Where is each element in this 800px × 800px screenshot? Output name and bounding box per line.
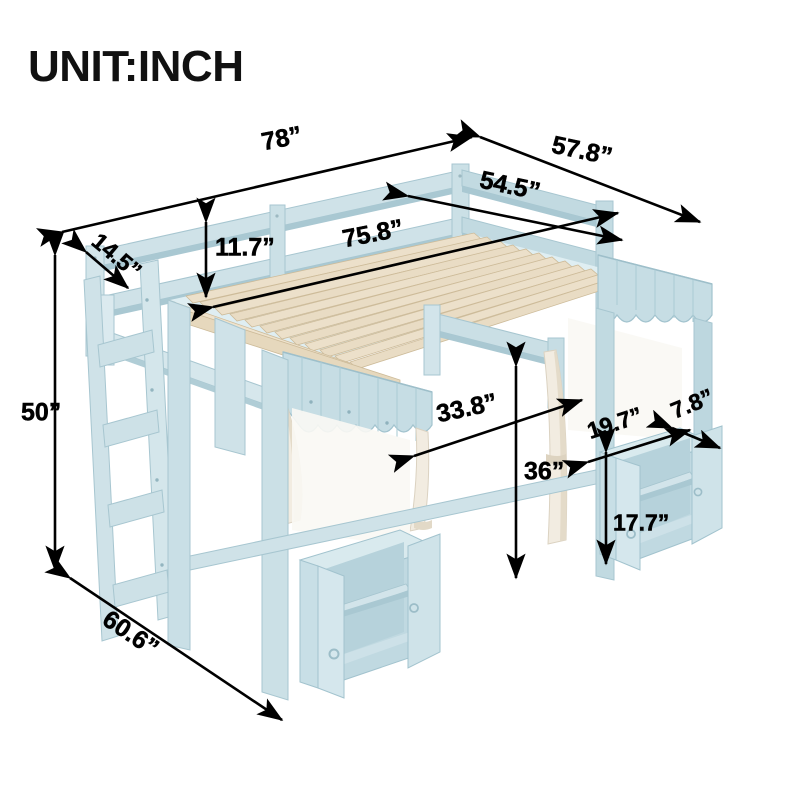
dimension-label-clearance-height: 36” (524, 457, 565, 486)
dimline-mattress-length (187, 209, 620, 322)
dimline-cabinet-depth (645, 409, 722, 450)
page-title: UNIT:INCH (28, 42, 244, 91)
roof-awning-right (597, 254, 713, 323)
dimension-label-overall-height: 50” (21, 398, 62, 427)
dimline-overall-length (36, 133, 474, 247)
dimline-overall-depth (453, 119, 702, 224)
dimension-label-cabinet-height: 17.7” (613, 509, 670, 536)
dimension-lines (36, 119, 722, 722)
dimline-clearance-width (387, 398, 584, 473)
dimline-guardrail-depth (61, 228, 130, 290)
cabinet-right (598, 425, 723, 571)
ladder (83, 259, 177, 642)
dimension-label-guardrail-height: 11.7” (215, 233, 275, 262)
dimline-overall-width (44, 556, 284, 722)
cabinet-front (298, 529, 441, 699)
